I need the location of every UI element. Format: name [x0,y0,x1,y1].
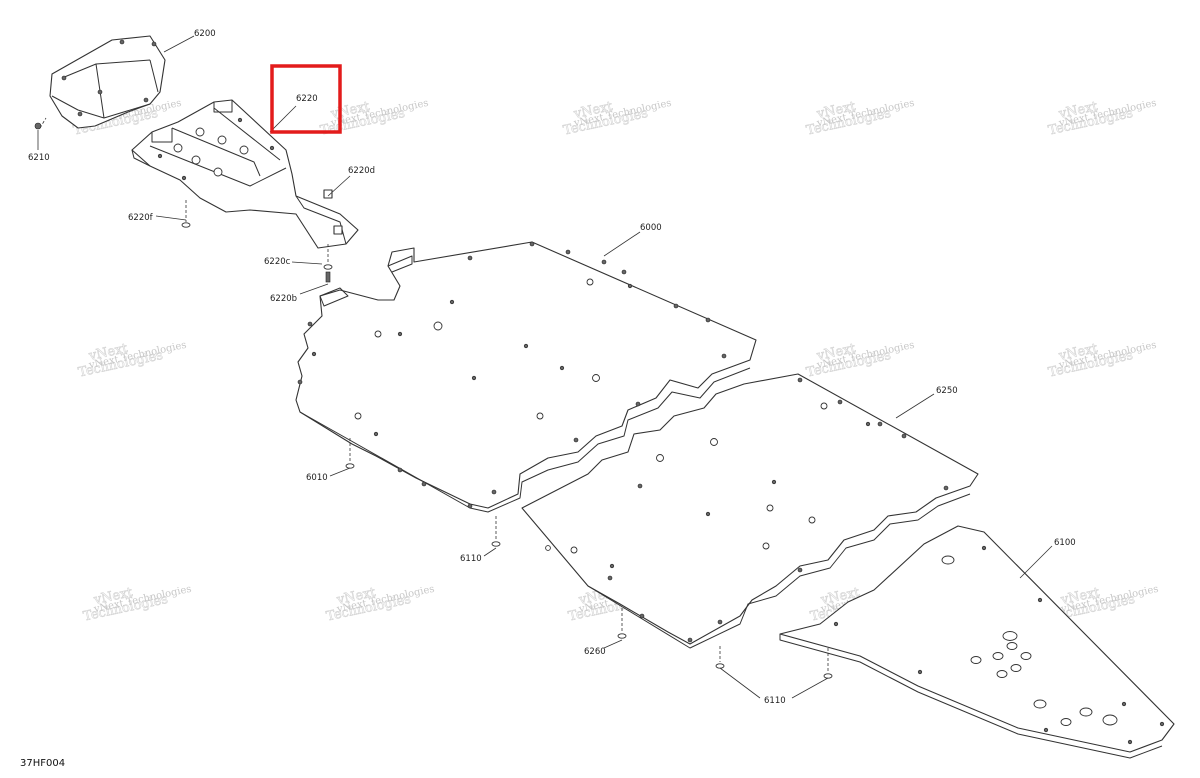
callout-6200[interactable]: 6200 [194,29,216,39]
fastener-6220c [323,244,333,270]
callout-6010[interactable]: 6010 [306,473,328,483]
part-6250-rear-plate [521,373,979,649]
callout-6260[interactable]: 6260 [584,647,606,657]
highlight-box-6220 [270,64,342,134]
watermark: vNext Technologies vNext Technologies [325,584,436,625]
part-6220-skid-plate [131,99,359,249]
callout-6110-upper[interactable]: 6110 [460,554,482,564]
callout-6220[interactable]: 6220 [296,94,318,104]
callout-6220c[interactable]: 6220c [264,257,291,267]
fastener-6220b [325,271,331,283]
watermark: vNext Technologies vNext Technologies [82,584,193,625]
callout-6220f[interactable]: 6220f [128,213,154,223]
callout-labels: 6200 6210 6220 6220d 6220f 6220c 6220b 6… [28,29,1076,706]
callout-6220d[interactable]: 6220d [348,166,375,176]
watermark: vNext Technologies vNext Technologies [805,98,916,139]
callout-6000[interactable]: 6000 [640,223,662,233]
diagram-reference: 37HF004 [20,758,65,769]
fastener-6110b [715,646,833,679]
callout-6210[interactable]: 6210 [28,153,50,163]
part-6100-rear-skid-plate [779,525,1175,759]
fastener-6260 [617,608,627,639]
watermark: vNext Technologies vNext Technologies [1047,340,1158,381]
fastener-6210 [34,117,47,130]
callout-6100[interactable]: 6100 [1054,538,1076,548]
watermark: vNext Technologies vNext Technologies [77,340,188,381]
part-6200-front-guard [49,35,166,129]
fastener-6220f [181,200,191,228]
callout-6250[interactable]: 6250 [936,386,958,396]
watermark: vNext Technologies vNext Technologies [562,98,673,139]
watermark: vNext Technologies vNext Technologies [1047,98,1158,139]
callout-6220b[interactable]: 6220b [270,294,297,304]
watermark: vNext Technologies vNext Technologies [805,340,916,381]
part-6000-center-plate [295,241,757,513]
fastener-6110a [491,516,501,547]
leader-lines [37,35,1053,699]
callout-6110-lower[interactable]: 6110 [764,696,786,706]
